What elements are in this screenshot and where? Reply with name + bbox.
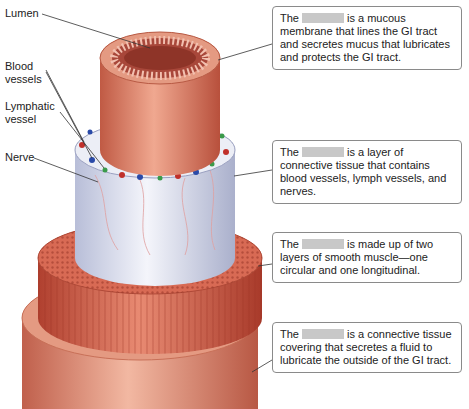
callout-box: Theis made up of two layers of smooth mu… [272, 232, 462, 283]
part-label: Lumen [5, 7, 65, 20]
nerve-fibres [95, 170, 215, 255]
leader-lines [34, 14, 272, 372]
redacted-term [302, 239, 344, 249]
redacted-term [302, 329, 344, 339]
mucosa-body [100, 32, 220, 176]
redacted-term [302, 147, 344, 157]
redacted-term [302, 13, 344, 23]
part-label: Lymphatic vessel [5, 100, 63, 126]
callout-box: Theis a connective tissue covering that … [272, 322, 462, 373]
callout-box: Theis a mucous membrane that lines the G… [272, 6, 462, 70]
callout-box: Theis a layer of connective tissue that … [272, 140, 462, 204]
part-label: Blood vessels [5, 60, 53, 86]
mucosa-rim [100, 32, 220, 84]
callout-paragraph: Theis a mucous membrane that lines the G… [280, 12, 454, 64]
villi [114, 40, 206, 76]
callout-lead: The [280, 328, 299, 340]
lumen-center [124, 46, 196, 70]
part-label: Nerve [5, 151, 45, 164]
callout-paragraph: Theis a layer of connective tissue that … [280, 146, 454, 198]
mucosa-layer [100, 32, 220, 176]
callout-lead: The [280, 146, 299, 158]
callout-paragraph: Theis a connective tissue covering that … [280, 328, 454, 367]
callout-lead: The [280, 238, 299, 250]
callout-lead: The [280, 12, 299, 24]
callout-paragraph: Theis made up of two layers of smooth mu… [280, 238, 454, 277]
lumen-opening [112, 38, 208, 78]
